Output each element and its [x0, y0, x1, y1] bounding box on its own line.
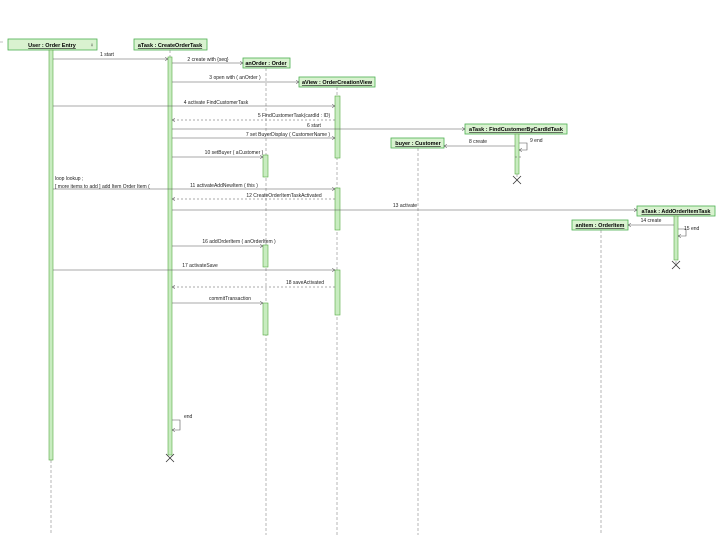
message-4-label: 4 activate FindCustomerTask [184, 100, 249, 106]
loop-note: loop lookup ; [ more items to add ] add … [55, 176, 150, 190]
header-buyer[interactable]: buyer : Customer [390, 137, 445, 149]
header-find-label: aTask : FindCustomerByCardIdTask [469, 127, 564, 133]
message-16-label: 16 addOrderItem ( anOrderItem ) [202, 239, 276, 245]
header-task[interactable]: aTask : CreateOrderTask [133, 38, 208, 51]
header-item[interactable]: anItem : OrderItem [571, 219, 629, 231]
activation-view-2 [334, 187, 341, 231]
destroy-find [512, 175, 522, 185]
message-5-label: 5 FindCustomerTask(cardId : ID) [258, 113, 331, 119]
message-19-label: commitTransaction [209, 296, 251, 302]
activation-addtask [673, 215, 679, 261]
activation-bars [48, 49, 679, 461]
activation-user [48, 49, 54, 461]
loop-note-line1: loop lookup ; [55, 176, 83, 182]
actor-icon: ♀ [90, 43, 95, 49]
activation-order-2 [262, 244, 269, 268]
message-labels: 1 start 2 create with {seq} 3 open with … [100, 52, 699, 420]
destroy-task [165, 453, 175, 463]
activation-find [514, 133, 520, 175]
header-addtask[interactable]: aTask : AddOrderItemTask [636, 205, 716, 217]
header-item-label: anItem : OrderItem [576, 223, 625, 229]
message-20-arrow [172, 419, 181, 430]
lifeline-lines [50, 50, 677, 535]
activation-order-1 [262, 154, 269, 178]
header-view[interactable]: aView : OrderCreationView [298, 76, 376, 88]
message-8-label: 8 create [469, 139, 487, 145]
header-order[interactable]: anOrder : Order [242, 57, 291, 69]
header-order-label: anOrder : Order [245, 61, 287, 67]
message-9-arrow [519, 142, 528, 150]
activation-order-3 [262, 302, 269, 336]
message-6-label: 6 start [307, 123, 322, 129]
lifeline-headers: User : Order Entry ♀ aTask : CreateOrder… [7, 38, 716, 231]
header-view-label: aView : OrderCreationView [302, 80, 373, 86]
header-buyer-label: buyer : Customer [395, 141, 441, 147]
destroy-addtask [671, 260, 681, 270]
message-14-label: 14 create [641, 218, 662, 224]
activation-view-3 [334, 269, 341, 316]
message-2-label: 2 create with {seq} [187, 57, 228, 63]
destroy-marks [165, 175, 681, 463]
header-task-label: aTask : CreateOrderTask [138, 43, 203, 49]
message-11-label: 11 activateAddNewItem ( this ) [190, 183, 258, 189]
message-1-label: 1 start [100, 52, 115, 58]
messages [53, 59, 687, 430]
message-13-label: 13 activate [393, 203, 417, 209]
message-7-label: 7 set BuyerDisplay ( CustomerName ) [246, 132, 331, 138]
message-9-label: 9 end [530, 138, 543, 144]
message-18-label: 18 saveActivated [286, 280, 324, 286]
activation-task [167, 56, 173, 456]
message-17-label: 17 activateSave [182, 263, 218, 269]
activation-view-1 [334, 95, 341, 159]
message-3-label: 3 open with ( anOrder ) [209, 75, 261, 81]
header-find[interactable]: aTask : FindCustomerByCardIdTask [464, 123, 568, 135]
header-user-label: User : Order Entry [28, 43, 77, 49]
header-user[interactable]: User : Order Entry ♀ [7, 38, 98, 51]
message-10-label: 10 setBuyer ( aCustomer ) [205, 150, 264, 156]
header-addtask-label: aTask : AddOrderItemTask [642, 209, 712, 215]
loop-note-line2: [ more items to add ] add Item Order Ite… [55, 184, 150, 190]
message-15-label: 15 end [684, 226, 700, 232]
message-15-arrow [678, 228, 687, 236]
message-12-label: 12 CreateOrderItemTaskActivated [246, 193, 322, 199]
message-20-label: end [184, 414, 193, 420]
